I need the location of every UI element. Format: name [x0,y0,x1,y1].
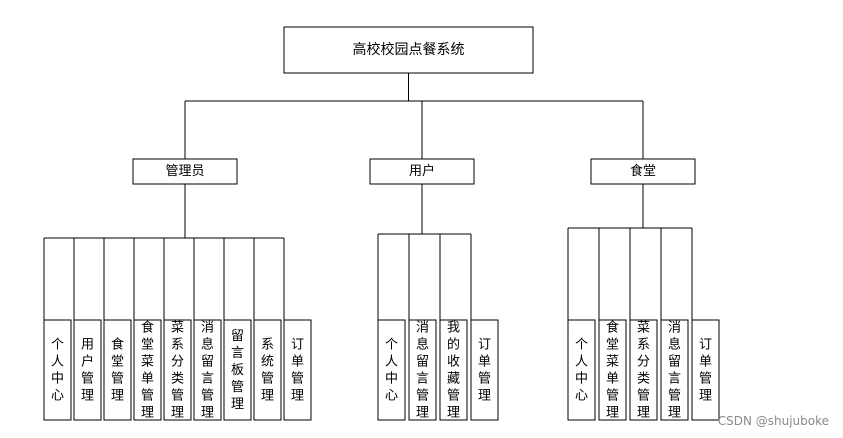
leaf-label: 食堂菜单管理 [606,319,619,420]
leaf-box [377,319,406,421]
leaf-label: 个人中心 [385,337,398,403]
leaf-node: 订单管理 [283,319,312,421]
leaf-box [439,319,468,421]
leaf-box [660,319,689,421]
leaf-label: 订单管理 [291,337,304,403]
leaf-label: 用户管理 [81,337,94,403]
leaf-box [163,319,192,421]
leaf-box [43,319,72,421]
leaf-node: 系统管理 [253,319,282,421]
leaf-node: 消息留言管理 [193,319,222,421]
leaf-node: 留言板管理 [223,319,252,421]
leaf-box [73,319,102,421]
leaf-box [598,319,627,421]
leaf-box [253,319,282,421]
leaf-node: 用户管理 [73,319,102,421]
root-label: 高校校园点餐系统 [353,41,465,58]
watermark: CSDN @shujuboke [717,414,829,428]
group-label: 管理员 [165,164,204,179]
group-box [590,158,696,185]
leaf-label: 菜系分类管理 [637,320,650,420]
leaf-label: 系统管理 [261,337,274,403]
leaf-box [133,319,162,421]
leaf-label: 食堂管理 [111,336,124,403]
leaf-box [193,319,222,421]
leaf-label: 订单管理 [478,337,491,403]
leaf-box [408,319,437,421]
leaf-label: 消息留言管理 [416,320,429,420]
leaf-label: 我的收藏管理 [447,320,460,420]
leaf-node: 订单管理 [470,319,499,421]
leaf-node: 消息留言管理 [408,319,437,421]
leaf-label: 个人中心 [51,337,64,403]
leaf-label: 食堂菜单管理 [141,319,154,420]
leaf-node: 个人中心 [377,319,406,421]
leaf-node: 菜系分类管理 [629,319,658,421]
group-box [132,158,238,185]
group-label: 用户 [409,163,435,179]
leaf-node: 食堂管理 [103,319,132,421]
group-box [369,158,475,185]
leaf-node: 订单管理 [691,319,720,421]
leaf-box [223,319,252,421]
leaf-node: 个人中心 [43,319,72,421]
leaf-node: 个人中心 [567,319,596,421]
root-node: 高校校园点餐系统 [283,26,534,74]
leaf-node: 菜系分类管理 [163,319,192,421]
leaf-node: 食堂菜单管理 [598,319,627,421]
leaf-box [629,319,658,421]
connectors [43,73,693,320]
leaf-label: 消息留言管理 [668,320,681,420]
leaf-box [691,319,720,421]
leaf-box [470,319,499,421]
leaf-label: 菜系分类管理 [171,320,184,420]
leaf-label: 订单管理 [699,337,712,403]
leaf-label: 消息留言管理 [201,320,214,420]
leaf-box [103,319,132,421]
leaf-label: 个人中心 [575,337,588,403]
leaf-box [283,319,312,421]
leaf-node: 消息留言管理 [660,319,689,421]
leaf-box [567,319,596,421]
leaf-node: 食堂菜单管理 [133,319,162,421]
group-label: 食堂 [630,163,656,179]
leaf-label: 留言板管理 [231,329,244,412]
leaf-node: 我的收藏管理 [439,319,468,421]
